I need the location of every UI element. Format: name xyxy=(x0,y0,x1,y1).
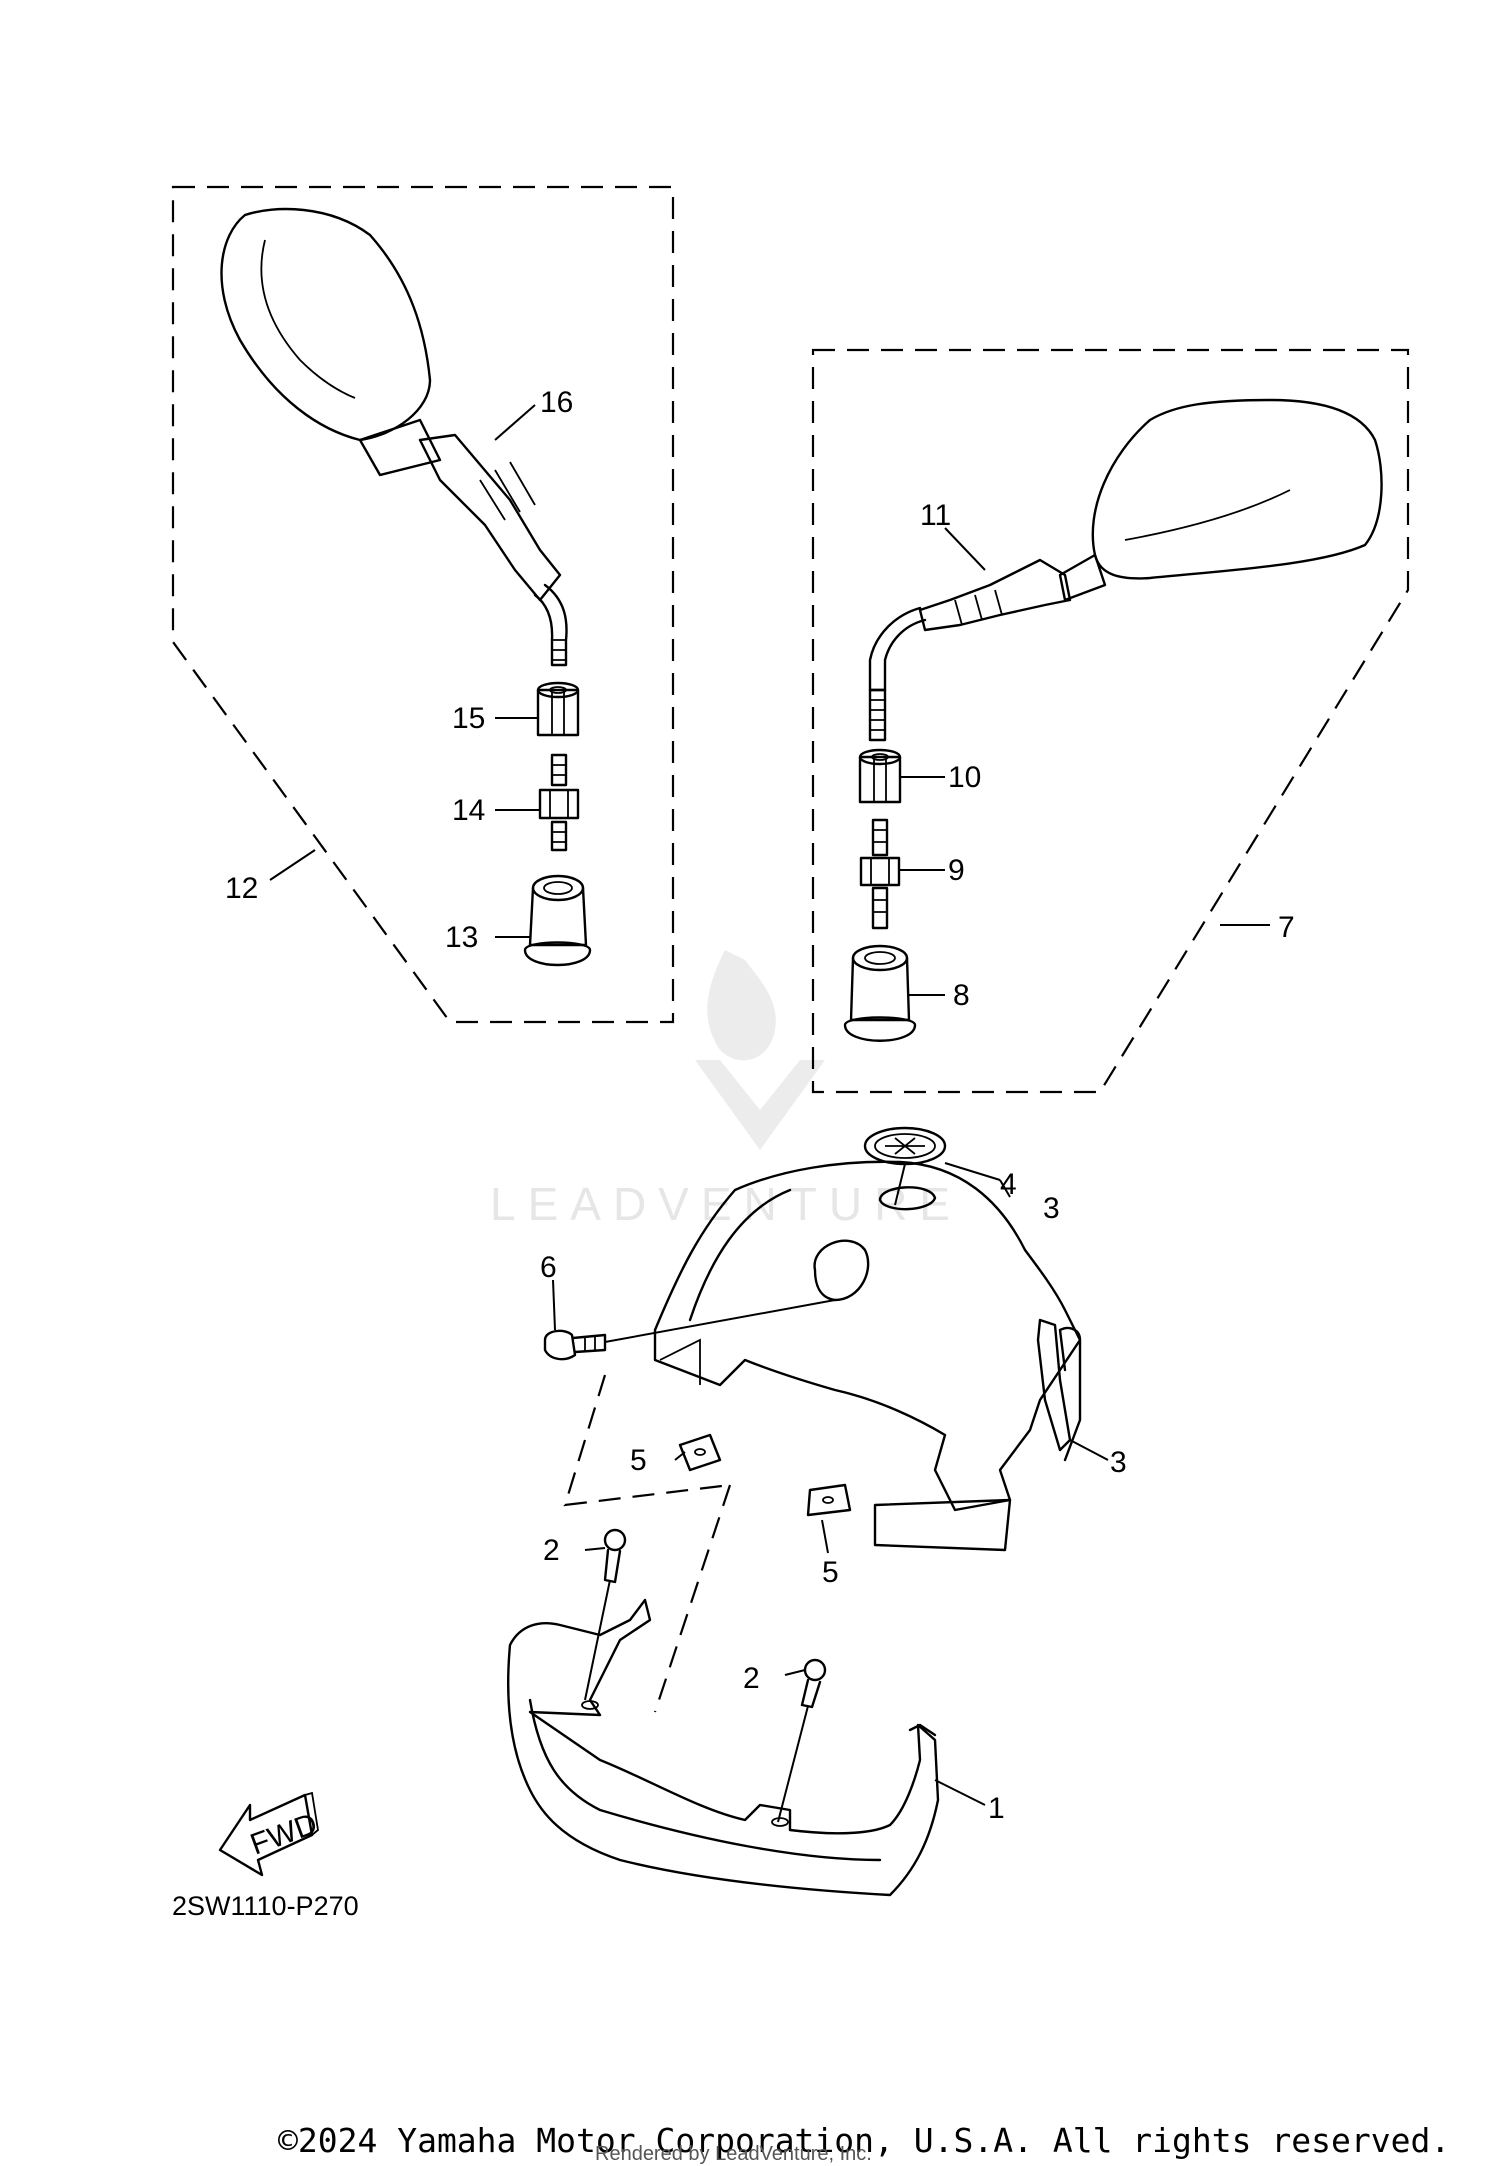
callout-numbers: 16 15 14 12 13 11 10 9 7 8 4 3 6 5 5 3 2… xyxy=(225,386,1295,1825)
callout-6: 6 xyxy=(540,1251,557,1284)
part-2-screw-lower xyxy=(777,1658,827,1823)
rendered-by-text: Rendered by LeadVenture, Inc. xyxy=(595,2143,872,2165)
part-10-nut xyxy=(858,748,902,804)
callout-8: 8 xyxy=(953,979,970,1012)
watermark: LEADVENTURE xyxy=(490,950,962,1230)
part-6-bolt xyxy=(543,1299,836,1361)
group-box-right-mirror xyxy=(811,348,1410,1094)
callout-2-upper: 2 xyxy=(543,1534,560,1567)
watermark-text: LEADVENTURE xyxy=(490,1178,962,1230)
part-14-adapter-bolt xyxy=(538,753,580,852)
part-8-mount-bushing xyxy=(843,944,917,1042)
part-5-clip-nut-right xyxy=(806,1483,852,1517)
diagram-code: 2SW1110-P270 xyxy=(172,1891,359,1921)
callout-5-left: 5 xyxy=(630,1444,647,1477)
callout-11: 11 xyxy=(920,499,951,532)
part-13-mount-bushing xyxy=(523,874,592,967)
callout-14: 14 xyxy=(452,794,485,827)
part-9-adapter-bolt xyxy=(859,818,901,930)
callout-9: 9 xyxy=(948,854,965,887)
part-4-emblem xyxy=(863,1126,947,1166)
right-mirror-assembly xyxy=(868,398,1383,742)
callout-3-lower: 3 xyxy=(1110,1446,1127,1479)
callout-leaders xyxy=(269,404,1270,1806)
callout-16: 16 xyxy=(540,386,573,419)
part-3-upper-cover xyxy=(653,1160,1082,1552)
callout-12: 12 xyxy=(225,872,258,905)
group-box-left-mirror xyxy=(171,185,675,1024)
callout-4: 4 xyxy=(1000,1168,1017,1201)
callout-10: 10 xyxy=(948,761,981,794)
callout-15: 15 xyxy=(452,702,485,735)
callout-13: 13 xyxy=(445,921,478,954)
left-mirror-assembly xyxy=(220,207,568,667)
part-5-clip-nut-left xyxy=(678,1433,722,1472)
callout-5-right: 5 xyxy=(822,1556,839,1589)
copyright-text: ©2024 Yamaha Motor Corporation, U.S.A. A… xyxy=(278,2121,1450,2160)
fwd-arrow-icon: FWD xyxy=(218,1791,322,1877)
part-2-screw-upper xyxy=(584,1528,627,1701)
assembly-guide-line xyxy=(563,1374,732,1713)
callout-7: 7 xyxy=(1278,911,1295,944)
callout-2-lower: 2 xyxy=(743,1662,760,1695)
part-1-lower-cover xyxy=(506,1598,940,1897)
callout-3-upper: 3 xyxy=(1043,1192,1060,1225)
part-15-nut xyxy=(536,681,580,737)
callout-1: 1 xyxy=(988,1792,1005,1825)
